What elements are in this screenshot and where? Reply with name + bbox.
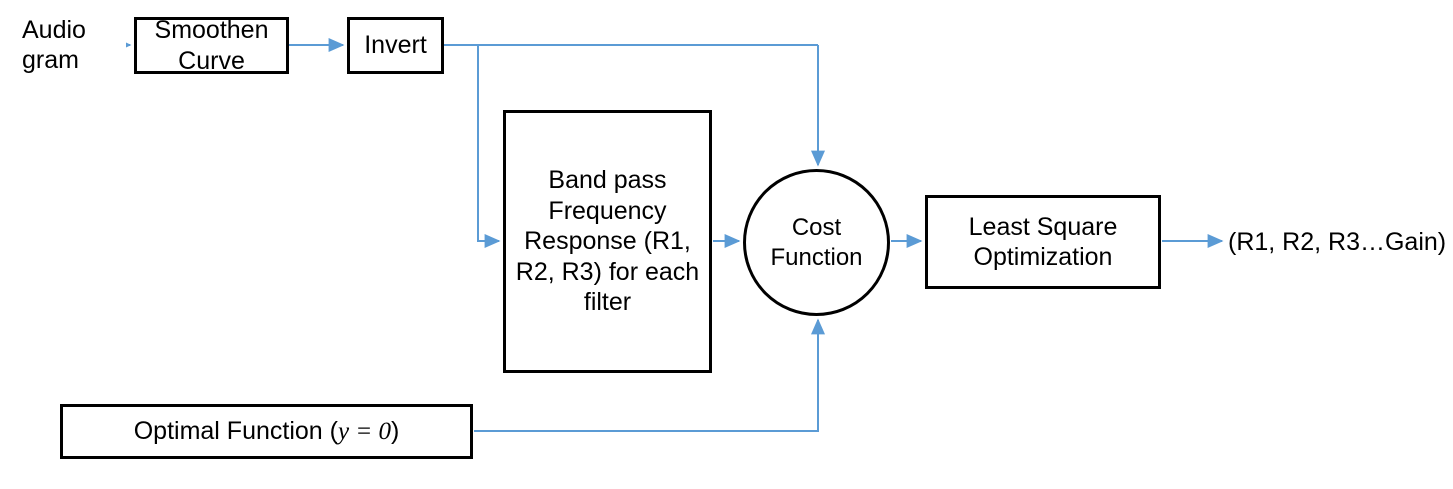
node-output-parameters: (R1, R2, R3…Gain) bbox=[1228, 222, 1448, 262]
optimal-label-suffix: ) bbox=[390, 416, 400, 445]
node-band-pass-frequency-response-label: Band pass Frequency Response (R1, R2, R3… bbox=[515, 166, 700, 317]
node-invert[interactable]: Invert bbox=[347, 17, 444, 74]
node-cost-function-label: Cost Function bbox=[770, 214, 863, 271]
node-optimal-function-label: Optimal Function (y = 0) bbox=[134, 416, 400, 448]
node-smoothen-curve[interactable]: Smoothen Curve bbox=[134, 16, 289, 75]
node-output-parameters-label: (R1, R2, R3…Gain) bbox=[1228, 227, 1447, 256]
optimal-label-equation: = 0 bbox=[349, 417, 391, 445]
node-optimal-function[interactable]: Optimal Function (y = 0) bbox=[60, 404, 473, 459]
optimal-label-variable: y bbox=[337, 417, 350, 445]
optimal-label-prefix: Optimal Function ( bbox=[133, 416, 338, 445]
node-least-square-optimization-label: Least Square Optimization bbox=[968, 212, 1118, 272]
connector-invert-to-bandpass bbox=[477, 45, 501, 248]
node-smoothen-curve-label: Smoothen Curve bbox=[154, 16, 269, 75]
node-audiogram-label: Audio gram bbox=[22, 15, 86, 75]
node-invert-label: Invert bbox=[364, 31, 427, 60]
node-band-pass-frequency-response[interactable]: Band pass Frequency Response (R1, R2, R3… bbox=[503, 110, 712, 373]
node-least-square-optimization[interactable]: Least Square Optimization bbox=[925, 195, 1161, 289]
node-cost-function[interactable]: Cost Function bbox=[743, 169, 890, 316]
node-audiogram: Audio gram bbox=[22, 8, 126, 82]
